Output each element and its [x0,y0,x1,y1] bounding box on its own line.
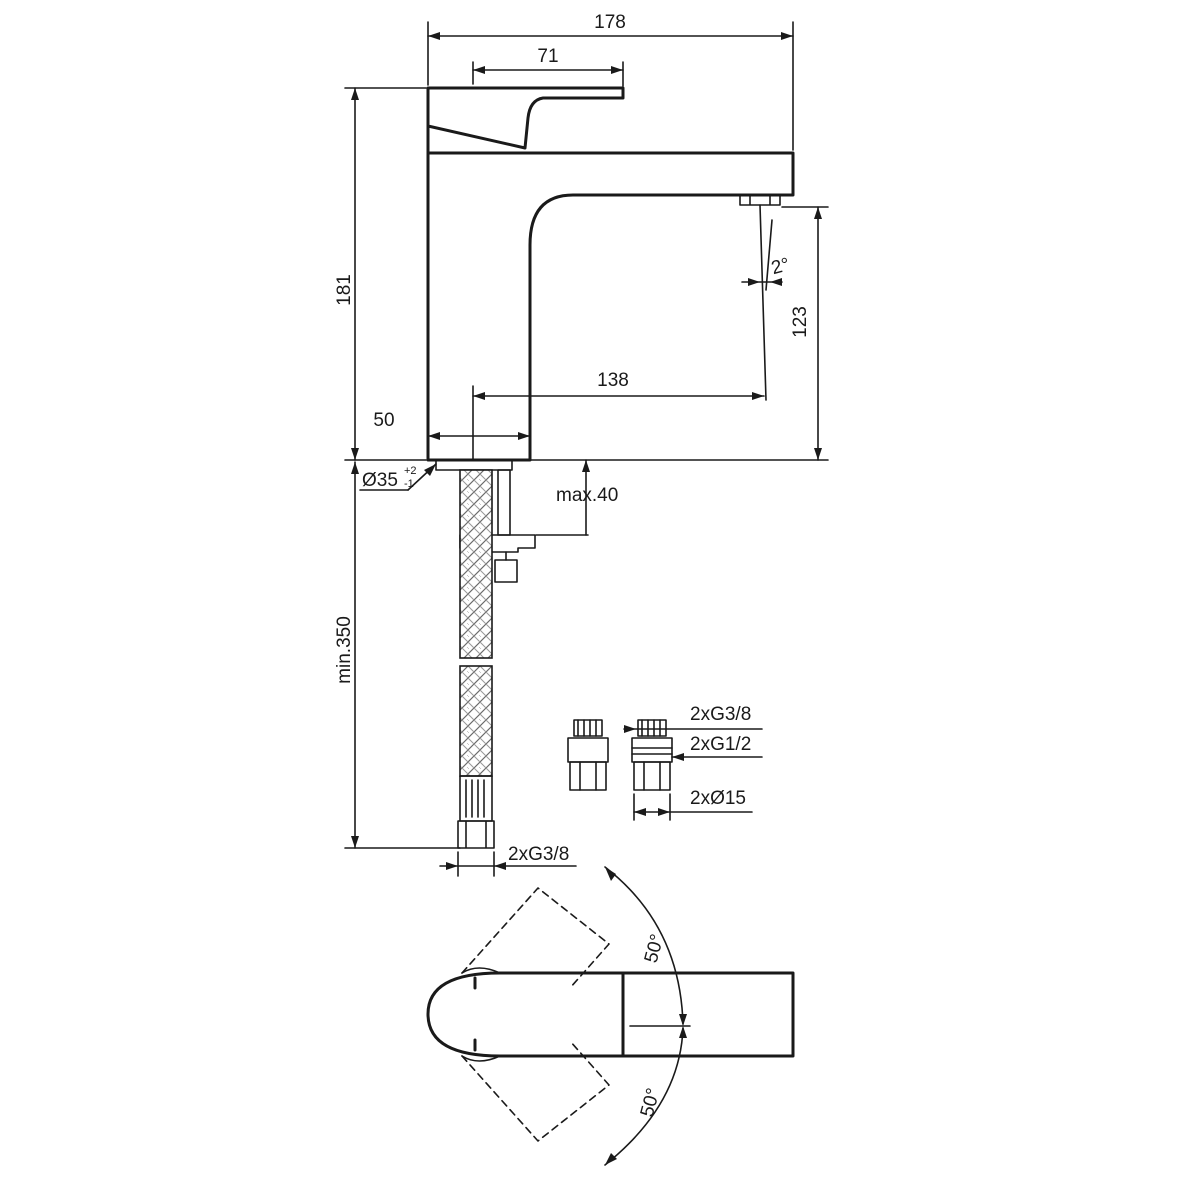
dim-hole-tol-minus: -1 [404,478,414,490]
mounting-kit [457,469,536,849]
dim-lever-length: 71 [537,46,558,67]
dim-min-hose: min.350 [334,616,355,684]
dim-hole-tol-plus: +2 [404,465,417,477]
dim-adapter-mid: 2xG1/2 [690,734,751,755]
rotation-arc-lower [604,1027,684,1166]
rotation-arc-upper [604,866,684,1025]
dim-hose-thread: 2xG3/8 [508,844,569,865]
lever-rotated-up [461,887,610,989]
threaded-rod [497,469,511,536]
dim-body-width: 50 [373,410,394,431]
adapter-right [631,719,673,791]
hose-crimp-sleeve [459,775,493,822]
dim-rotation-left: 50° [641,932,669,965]
lever-handle [426,86,625,155]
dim-max-deck: max.40 [556,485,618,506]
dim-spout-angle: 2° [769,254,792,279]
hose-upper [459,469,493,659]
dim-spout-reach: 138 [597,370,629,391]
fixing-nut [494,559,518,583]
faucet-top-view [426,866,795,1166]
dim-hole-diameter: Ø35 [362,470,398,491]
dimension-labels: 178 71 181 123 138 50 2° Ø35 +2 -1 max.4… [334,12,811,1119]
dimension-lines [344,21,829,877]
hose-lower [459,665,493,777]
hose-nut [457,820,495,849]
dim-adapter-top: 2xG3/8 [690,704,751,725]
faucet-side-view [426,86,795,471]
adapter-left [567,719,609,791]
dim-rotation-right: 50° [637,1086,665,1119]
dim-total-height: 181 [334,274,355,306]
faucet-body-outline [426,151,795,462]
dim-overall-width: 178 [594,12,626,33]
top-view-outline [426,971,795,1058]
dim-adapter-pipe: 2xØ15 [690,788,746,809]
lever-rotated-down [461,1040,610,1142]
dim-spout-height: 123 [790,306,811,338]
